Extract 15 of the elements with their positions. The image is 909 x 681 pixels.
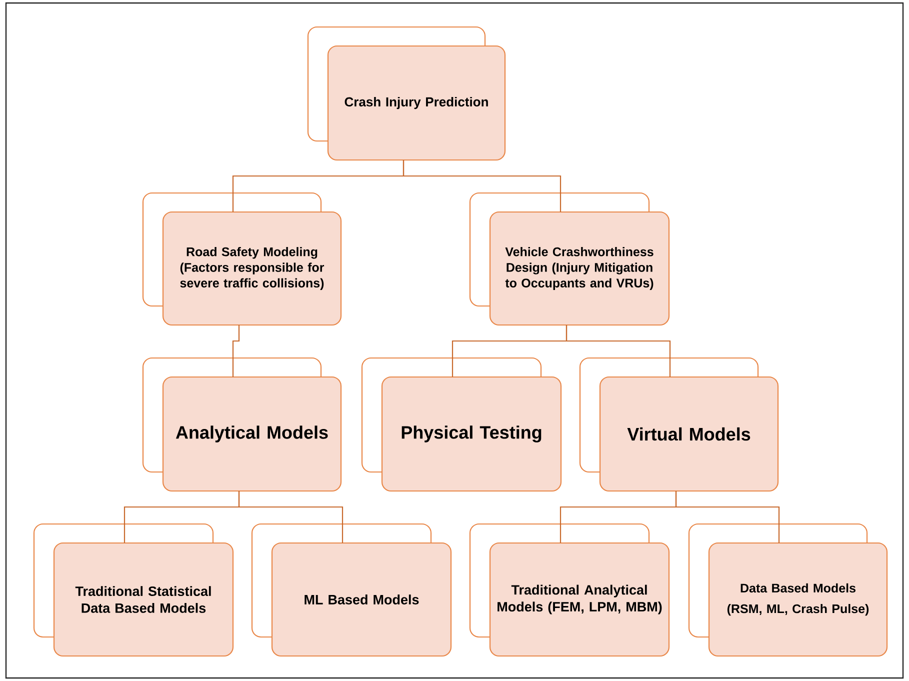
process-box: Analytical Models xyxy=(142,357,342,492)
process-box: Data Based Models (RSM, ML, Crash Pulse) xyxy=(688,523,888,657)
process-box: Road Safety Modeling (Factors responsible for severe traffic collisions) xyxy=(142,192,342,326)
process-box: Vehicle Crashworthiness Design (Injury Mitigation to Occupants and VRUs) xyxy=(469,192,670,326)
connector-line xyxy=(402,160,562,212)
process-box: Traditional Statistical Data Based Models xyxy=(33,523,234,657)
connector-line xyxy=(232,325,240,377)
process-box: Physical Testing xyxy=(361,357,562,492)
connector-line xyxy=(566,325,671,377)
process-box: Virtual Models xyxy=(579,357,779,492)
process-box: Traditional Analytical Models (FEM, LPM, MBM) xyxy=(469,523,670,657)
connector-line xyxy=(238,491,344,543)
connector-line xyxy=(675,491,780,543)
process-box: Crash Injury Prediction xyxy=(307,26,506,161)
process-box: ML Based Models xyxy=(251,523,452,657)
